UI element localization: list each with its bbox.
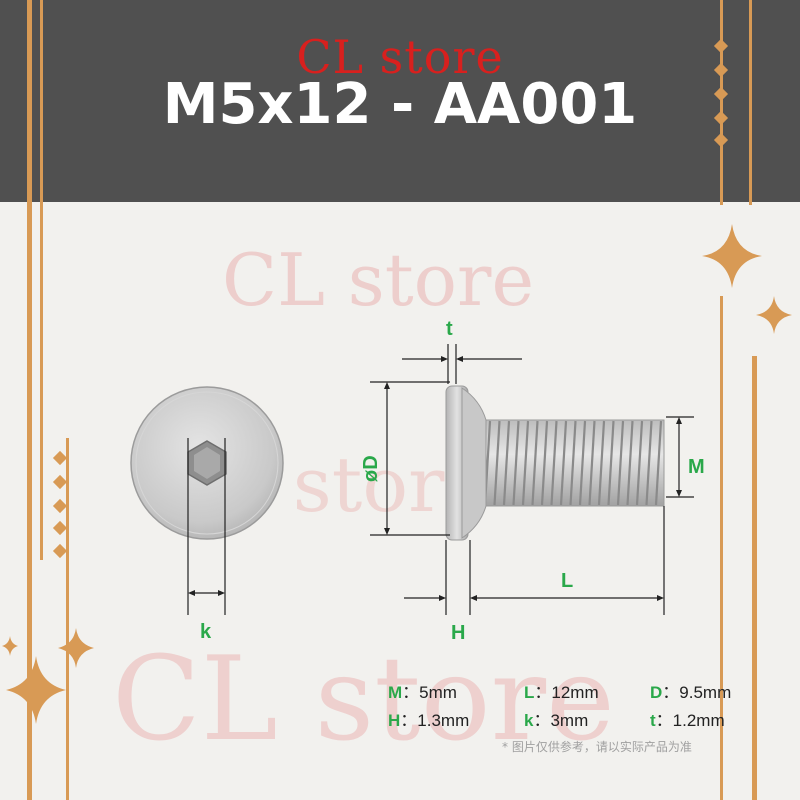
label-k: k [200, 621, 212, 643]
thread-line [626, 420, 634, 506]
spec-row-1: M：5mm L：12mm D：9.5mm [388, 676, 760, 704]
thread-line [654, 420, 663, 506]
spec-d: D：9.5mm [650, 682, 732, 702]
screw-head-front-view [130, 386, 284, 540]
thread-line [597, 420, 606, 506]
watermark-bottom: CL store [112, 632, 615, 767]
sparkle-tiny-left [2, 636, 18, 656]
label-t: t [446, 318, 453, 340]
spec-l: L：12mm [524, 682, 599, 702]
spec-table: M：5mm L：12mm D：9.5mm H：1.3mm k：3mm t：1.2… [388, 676, 760, 732]
brand-title: CL store [296, 30, 504, 84]
disclaimer-note: * 图片仅供参考，请以实际产品为准 [502, 740, 692, 754]
dimension-m [666, 416, 694, 498]
diamond-column-right [713, 38, 729, 148]
label-l: L [561, 570, 573, 592]
label-h: H [451, 622, 465, 644]
label-d: øD [360, 455, 382, 482]
sparkle-large-left [6, 656, 66, 724]
dimension-k [187, 438, 226, 615]
diamond-column-left [52, 450, 68, 559]
thread-line [635, 420, 644, 506]
sparkle-small-right [756, 296, 792, 334]
right-stripe-lower-1 [720, 296, 723, 800]
spec-k: k：3mm [524, 710, 589, 730]
thread-line [512, 420, 520, 506]
thread-line [550, 420, 558, 506]
screw-side-view [445, 385, 665, 541]
left-stripe-short [66, 438, 69, 800]
spec-h: H：1.3mm [388, 710, 470, 730]
thread-line [569, 420, 577, 506]
right-stripe-lower-2 [752, 356, 757, 800]
spec-m: M：5mm [388, 682, 457, 702]
thread-line [559, 420, 568, 506]
thread-line [493, 420, 501, 506]
label-m: M [688, 456, 705, 478]
left-stripe-outer [27, 0, 32, 800]
left-stripe-inner [40, 0, 43, 560]
sparkle-small-left [58, 628, 94, 668]
thread-line [645, 420, 653, 506]
thread-line [521, 420, 530, 506]
dimension-d [370, 381, 450, 536]
spec-row-2: H：1.3mm k：3mm t：1.2mm [388, 704, 760, 732]
watermark-top: CL store [222, 238, 535, 322]
thread-line [502, 420, 511, 506]
product-title: M5x12 - AA001 [162, 72, 638, 137]
thread-line [531, 420, 539, 506]
dimension-l-h [404, 506, 665, 615]
right-stripe-inner [749, 0, 752, 205]
spec-t: t：1.2mm [650, 710, 725, 730]
thread-line [540, 420, 549, 506]
header-banner [0, 0, 800, 202]
thread-line [616, 420, 625, 506]
right-stripe-outer [720, 0, 723, 205]
thread-line [607, 420, 615, 506]
thread-line [588, 420, 596, 506]
dimension-t [402, 344, 522, 384]
sparkle-large-right [702, 224, 762, 288]
thread-line [578, 420, 587, 506]
